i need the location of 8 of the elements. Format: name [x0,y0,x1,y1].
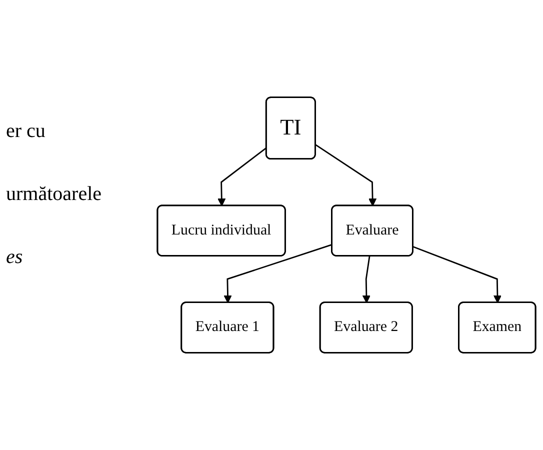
arrow [412,246,502,304]
text-fragment: es [6,246,24,269]
text-fragment: er cu [6,120,46,143]
arrow [362,256,371,304]
text-fragment: următoarele [6,183,102,206]
arrow [218,147,268,206]
arrow [315,144,377,206]
arrow [224,244,332,304]
